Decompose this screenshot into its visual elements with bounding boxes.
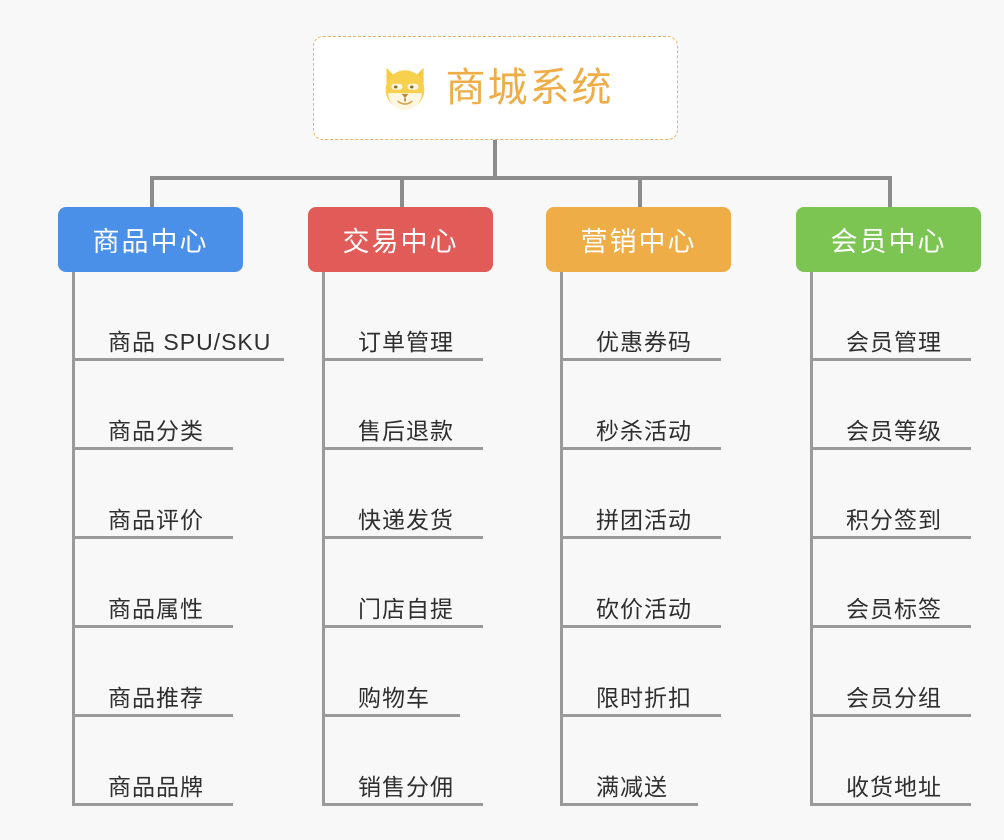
shiba-dog-face-icon xyxy=(385,67,424,113)
leaf-item-underline xyxy=(72,625,233,628)
leaf-item-underline xyxy=(810,625,971,628)
branch-header[interactable]: 营销中心 xyxy=(546,207,731,272)
leaf-item-label: 商品品牌 xyxy=(108,773,204,800)
leaf-item-underline xyxy=(72,803,233,806)
branch-drop-connector xyxy=(150,176,154,207)
leaf-item-label: 购物车 xyxy=(358,684,430,711)
leaf-item-label: 限时折扣 xyxy=(596,684,692,711)
leaf-item-underline xyxy=(72,447,233,450)
leaf-item[interactable]: 会员标签 xyxy=(810,539,1004,628)
branch-trunk-line xyxy=(72,272,75,806)
leaf-item-underline xyxy=(810,803,971,806)
leaf-item-label: 订单管理 xyxy=(358,328,454,355)
branch-trunk-line xyxy=(560,272,563,806)
leaf-item-underline xyxy=(322,358,483,361)
root-stem-connector xyxy=(493,140,497,179)
leaf-item-underline xyxy=(72,714,233,717)
branch-header-label: 交易中心 xyxy=(342,227,459,257)
leaf-item[interactable]: 会员管理 xyxy=(810,272,1004,361)
leaf-item-label: 售后退款 xyxy=(358,417,454,444)
leaf-item-label: 拼团活动 xyxy=(596,506,692,533)
root-title: 商城系统 xyxy=(445,66,614,110)
leaf-item-underline xyxy=(322,536,483,539)
leaf-item-label: 收货地址 xyxy=(846,773,942,800)
leaf-item-label: 会员管理 xyxy=(846,328,942,355)
branch-header[interactable]: 商品中心 xyxy=(58,207,243,272)
leaf-item[interactable]: 拼团活动 xyxy=(560,450,790,539)
branch-drop-connector xyxy=(638,176,642,207)
leaf-item-label: 商品属性 xyxy=(108,595,204,622)
branch-trunk-line xyxy=(810,272,813,806)
leaf-item-label: 砍价活动 xyxy=(596,595,692,622)
leaf-item-label: 商品推荐 xyxy=(108,684,204,711)
leaf-item[interactable]: 销售分佣 xyxy=(322,717,552,806)
leaf-item[interactable]: 订单管理 xyxy=(322,272,552,361)
leaf-item[interactable]: 商品推荐 xyxy=(72,628,302,717)
leaf-list: 优惠券码秒杀活动拼团活动砍价活动限时折扣满减送 xyxy=(560,272,790,806)
leaf-item-underline xyxy=(810,358,971,361)
branch-header-label: 会员中心 xyxy=(830,227,947,257)
leaf-item-underline xyxy=(322,625,483,628)
leaf-item-label: 销售分佣 xyxy=(358,773,454,800)
leaf-item-label: 会员标签 xyxy=(846,595,942,622)
leaf-item[interactable]: 售后退款 xyxy=(322,361,552,450)
leaf-item-underline xyxy=(560,714,721,717)
leaf-item-label: 优惠券码 xyxy=(596,328,692,355)
branch-header-label: 营销中心 xyxy=(580,227,697,257)
branch-drop-connector xyxy=(888,176,892,207)
leaf-item[interactable]: 会员分组 xyxy=(810,628,1004,717)
leaf-item[interactable]: 满减送 xyxy=(560,717,790,806)
leaf-item[interactable]: 商品评价 xyxy=(72,450,302,539)
branch-bus-connector xyxy=(150,176,888,180)
leaf-item[interactable]: 商品分类 xyxy=(72,361,302,450)
leaf-item-label: 满减送 xyxy=(596,773,668,800)
leaf-item[interactable]: 商品属性 xyxy=(72,539,302,628)
leaf-item-label: 秒杀活动 xyxy=(596,417,692,444)
branch-header[interactable]: 会员中心 xyxy=(796,207,981,272)
leaf-item-label: 商品 SPU/SKU xyxy=(108,328,272,355)
leaf-item[interactable]: 商品品牌 xyxy=(72,717,302,806)
leaf-item-underline xyxy=(560,536,721,539)
leaf-item[interactable]: 会员等级 xyxy=(810,361,1004,450)
leaf-item[interactable]: 商品 SPU/SKU xyxy=(72,272,302,361)
leaf-item-underline xyxy=(810,447,971,450)
leaf-item-label: 商品评价 xyxy=(108,506,204,533)
leaf-item[interactable]: 秒杀活动 xyxy=(560,361,790,450)
leaf-item-underline xyxy=(322,714,460,717)
leaf-item-underline xyxy=(810,536,971,539)
leaf-list: 商品 SPU/SKU 商品分类商品评价商品属性商品推荐商品品牌 xyxy=(72,272,302,806)
leaf-item-label: 会员等级 xyxy=(846,417,942,444)
leaf-list: 会员管理会员等级积分签到会员标签会员分组收货地址 xyxy=(810,272,1004,806)
leaf-item[interactable]: 快递发货 xyxy=(322,450,552,539)
leaf-item[interactable]: 购物车 xyxy=(322,628,552,717)
branch-trunk-line xyxy=(322,272,325,806)
leaf-item-label: 快递发货 xyxy=(358,506,454,533)
leaf-item-underline xyxy=(72,536,233,539)
branch-header[interactable]: 交易中心 xyxy=(308,207,493,272)
leaf-item[interactable]: 砍价活动 xyxy=(560,539,790,628)
leaf-item-underline xyxy=(560,447,721,450)
leaf-item-label: 会员分组 xyxy=(846,684,942,711)
leaf-item-label: 商品分类 xyxy=(108,417,204,444)
root-node[interactable]: 商城系统 xyxy=(313,36,678,140)
branch-header-label: 商品中心 xyxy=(92,227,209,257)
leaf-item-underline xyxy=(810,714,971,717)
leaf-item[interactable]: 优惠券码 xyxy=(560,272,790,361)
leaf-item-underline xyxy=(322,803,483,806)
leaf-item-underline xyxy=(322,447,483,450)
leaf-item-underline xyxy=(560,358,721,361)
leaf-item-label: 积分签到 xyxy=(846,506,942,533)
leaf-item[interactable]: 积分签到 xyxy=(810,450,1004,539)
leaf-item-label: 门店自提 xyxy=(358,595,454,622)
leaf-item-underline xyxy=(560,803,698,806)
leaf-item-underline xyxy=(560,625,721,628)
leaf-item[interactable]: 收货地址 xyxy=(810,717,1004,806)
branch-drop-connector xyxy=(400,176,404,207)
leaf-item-underline xyxy=(72,358,284,361)
leaf-list: 订单管理售后退款快递发货门店自提购物车销售分佣 xyxy=(322,272,552,806)
leaf-item[interactable]: 门店自提 xyxy=(322,539,552,628)
leaf-item[interactable]: 限时折扣 xyxy=(560,628,790,717)
